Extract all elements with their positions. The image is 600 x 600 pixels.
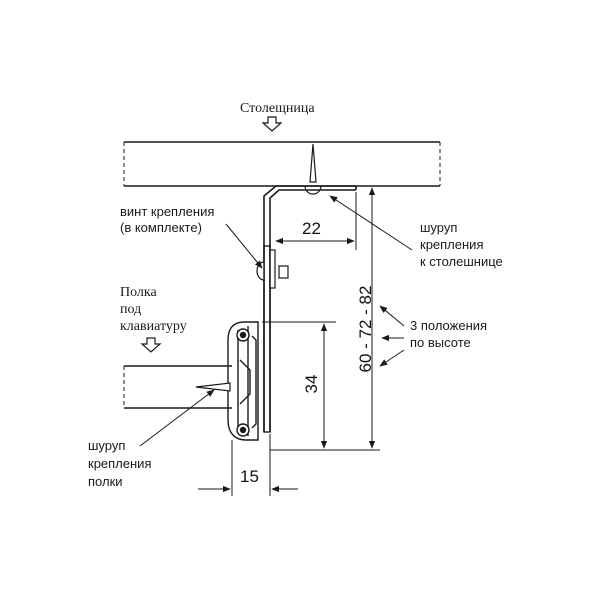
positions-label-2: по высоте (410, 335, 471, 350)
tabletop-outline (123, 141, 441, 187)
dimension-22-lines (275, 192, 357, 250)
shelf-screw-icon (195, 382, 231, 392)
slide-rail-profile (227, 321, 259, 441)
keyboard-shelf-label-2: под (120, 302, 142, 317)
dimension-height-lines (358, 185, 384, 449)
dimension-22: 22 (302, 219, 321, 238)
dimension-34: 34 (302, 374, 321, 394)
keyboard-shelf-label-3: клавиатуру (120, 319, 187, 334)
shelf-screw-label-3: полки (88, 474, 123, 489)
tabletop-screw-label-3: к столешнице (420, 254, 503, 269)
slide-mount-plate (263, 245, 271, 433)
tabletop-screw-icon (304, 143, 322, 195)
keyboard-shelf-outline (123, 365, 232, 409)
tabletop-screw-label-1: шуруп (420, 220, 458, 235)
dimension-15: 15 (240, 467, 259, 486)
dimension-34-lines (262, 321, 380, 451)
tabletop-screw-label-2: крепления (420, 237, 484, 252)
tabletop-arrow-icon (261, 116, 283, 132)
leader-lines (139, 195, 413, 447)
dimension-15-lines (198, 434, 298, 496)
fixing-screw-label: винт крепления (120, 204, 215, 219)
dimension-height: 60 - 72 - 82 (356, 285, 375, 373)
shelf-screw-label-2: крепления (88, 456, 152, 471)
shelf-screw-label-1: шуруп (88, 438, 126, 453)
keyboard-shelf-label-1: Полка (120, 285, 157, 300)
positions-label-1: 3 положения (410, 318, 488, 333)
fixing-screw-sublabel: (в комплекте) (120, 220, 202, 235)
tabletop-label: Столещница (240, 101, 315, 116)
bracket-fixing-screw (256, 249, 289, 289)
keyboard-shelf-arrow-icon (140, 337, 162, 353)
